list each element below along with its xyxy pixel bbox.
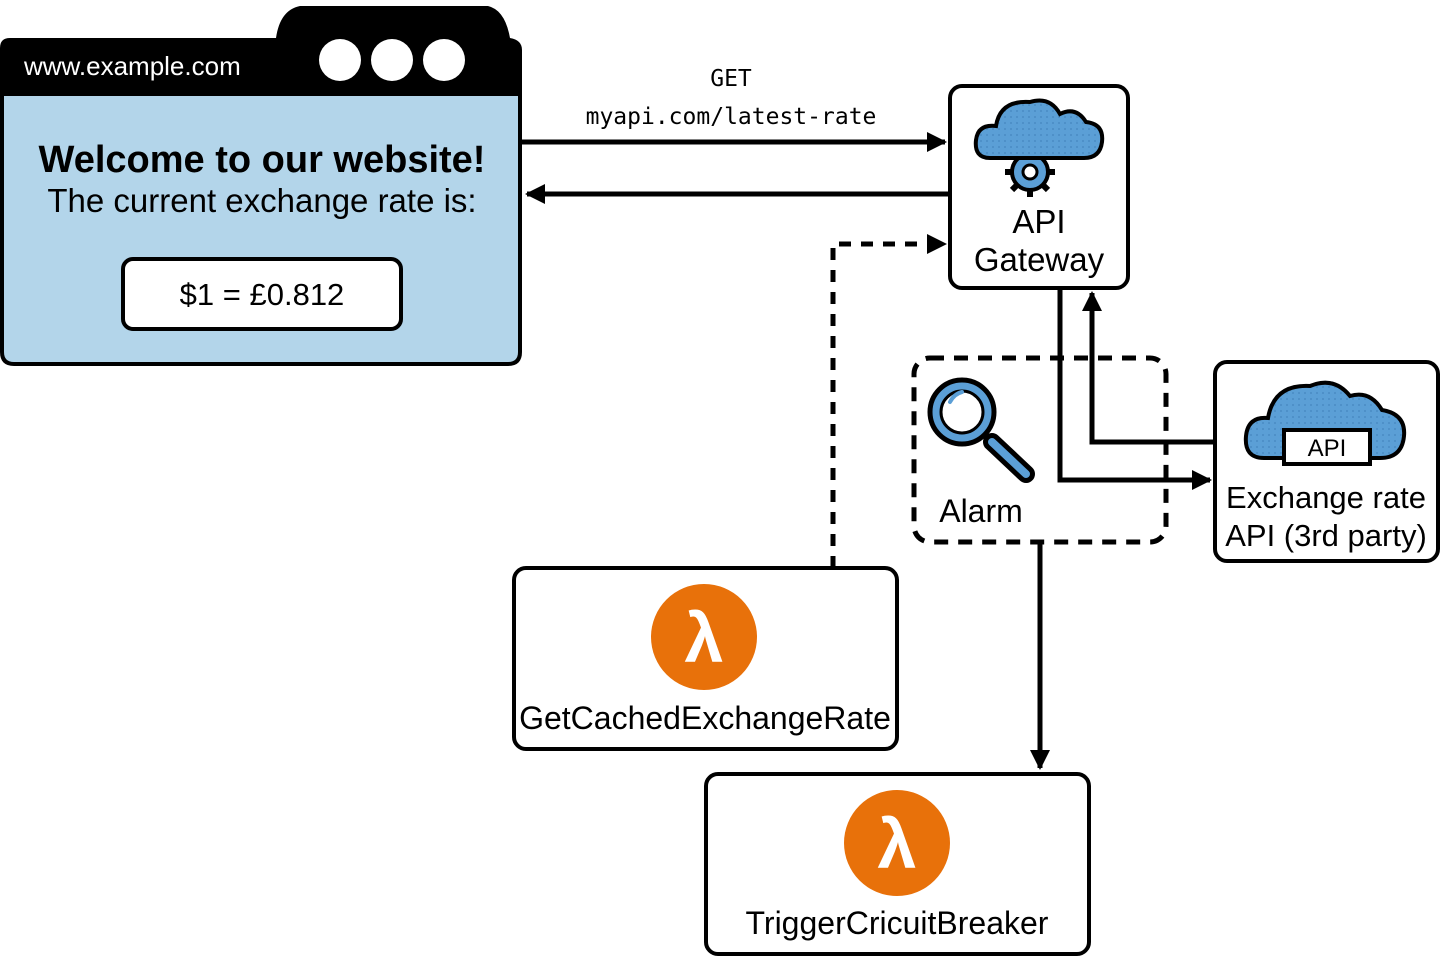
lambda-trigger-label: TriggerCricuitBreaker bbox=[746, 905, 1049, 941]
page-subheading: The current exchange rate is: bbox=[47, 182, 476, 219]
rate-display-box bbox=[121, 257, 403, 331]
gear-icon bbox=[1005, 147, 1055, 197]
request-endpoint: myapi.com/latest-rate bbox=[586, 104, 877, 130]
lambda-icon bbox=[651, 584, 757, 690]
magnifier-icon bbox=[927, 377, 1035, 483]
exchange-rate-api-node[interactable]: API Exchange rate API (3rd party) bbox=[1213, 360, 1440, 563]
lambda-icon bbox=[844, 790, 950, 896]
alarm-label: Alarm bbox=[939, 493, 1023, 529]
api-gateway-label-line1: API bbox=[1012, 203, 1065, 240]
lambda-symbol: λ bbox=[878, 805, 917, 883]
cloud-icon bbox=[973, 98, 1105, 160]
browser-window: www.example.com Welcome to our website! … bbox=[0, 6, 522, 366]
window-control-icon[interactable] bbox=[371, 39, 413, 81]
get-cached-exchange-rate-lambda[interactable]: λ GetCachedExchangeRate bbox=[512, 566, 899, 751]
browser-url: www.example.com bbox=[23, 51, 241, 81]
fallback-dashed-arrow bbox=[830, 234, 947, 568]
window-control-icon[interactable] bbox=[319, 39, 361, 81]
exchange-api-label-line2: API (3rd party) bbox=[1225, 518, 1427, 553]
alarm-node[interactable]: Alarm bbox=[927, 377, 1035, 529]
request-method: GET bbox=[710, 66, 752, 92]
api-gateway-node[interactable]: API Gateway bbox=[948, 84, 1130, 290]
lambda-symbol: λ bbox=[685, 599, 724, 677]
api-badge-label: API bbox=[1308, 435, 1347, 462]
page-heading: Welcome to our website! bbox=[39, 139, 486, 181]
api-gateway-label-line2: Gateway bbox=[974, 241, 1105, 278]
rate-value: $1 = £0.812 bbox=[180, 277, 345, 312]
api-badge bbox=[1282, 428, 1372, 466]
exchange-to-gateway-arrow bbox=[1082, 291, 1215, 445]
alarm-dashed-box bbox=[911, 355, 1169, 545]
exchange-api-label-line1: Exchange rate bbox=[1226, 480, 1426, 515]
gateway-to-exchange-arrow bbox=[1057, 288, 1212, 490]
window-control-icon[interactable] bbox=[423, 39, 465, 81]
lambda-cached-label: GetCachedExchangeRate bbox=[519, 700, 891, 736]
trigger-circuit-breaker-lambda[interactable]: λ TriggerCricuitBreaker bbox=[704, 772, 1091, 956]
